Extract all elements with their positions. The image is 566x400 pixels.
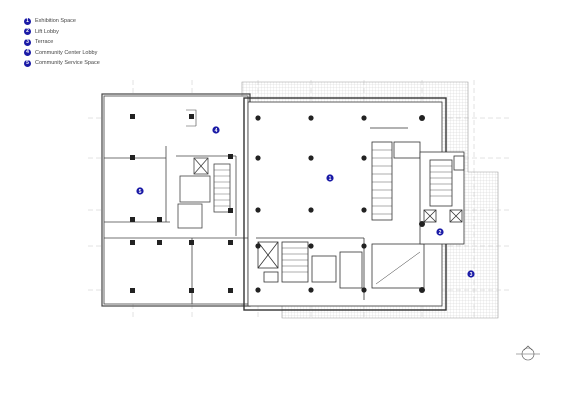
legend: 1 Exhibition Space 2 Lift Lobby 3 Terrac…	[24, 16, 100, 69]
space-marker-2: 2	[436, 228, 444, 236]
legend-number: 2	[24, 28, 31, 36]
columns	[130, 114, 425, 293]
space-marker-4-label: 4	[215, 128, 218, 134]
legend-item-community-service: 5 Community Service Space	[24, 58, 100, 69]
legend-item-lift-lobby: 2 Lift Lobby	[24, 27, 100, 38]
legend-number: 5	[24, 59, 31, 67]
space-marker-1-label: 1	[329, 176, 332, 182]
space-marker-4: 4	[212, 126, 220, 134]
legend-item-exhibition: 1 Exhibition Space	[24, 16, 100, 27]
legend-label: Lift Lobby	[35, 28, 59, 35]
legend-label: Exhibition Space	[35, 18, 76, 25]
space-marker-2-label: 2	[439, 230, 442, 236]
space-marker-1: 1	[326, 174, 334, 182]
legend-item-terrace: 3 Terrace	[24, 37, 100, 48]
legend-label: Terrace	[35, 39, 54, 46]
community-center-block	[101, 93, 251, 307]
legend-number: 4	[24, 49, 31, 57]
space-marker-3-label: 3	[470, 272, 473, 278]
legend-label: Community Service Space	[35, 60, 100, 67]
space-marker-5-label: 5	[139, 189, 142, 195]
exhibition-block	[243, 97, 447, 311]
north-arrow-icon	[516, 345, 540, 361]
legend-item-community-lobby: 4 Community Center Lobby	[24, 48, 100, 59]
lift-lobby-block	[419, 151, 465, 245]
space-marker-5: 5	[136, 187, 144, 195]
legend-label: Community Center Lobby	[35, 49, 98, 56]
space-marker-3: 3	[467, 270, 475, 278]
legend-number: 3	[24, 38, 31, 46]
legend-number: 1	[24, 17, 31, 25]
